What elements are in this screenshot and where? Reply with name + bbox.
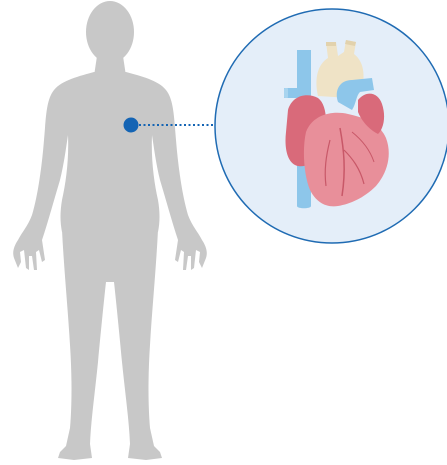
heart-location-marker — [124, 118, 139, 133]
body-silhouette-icon — [13, 1, 207, 460]
